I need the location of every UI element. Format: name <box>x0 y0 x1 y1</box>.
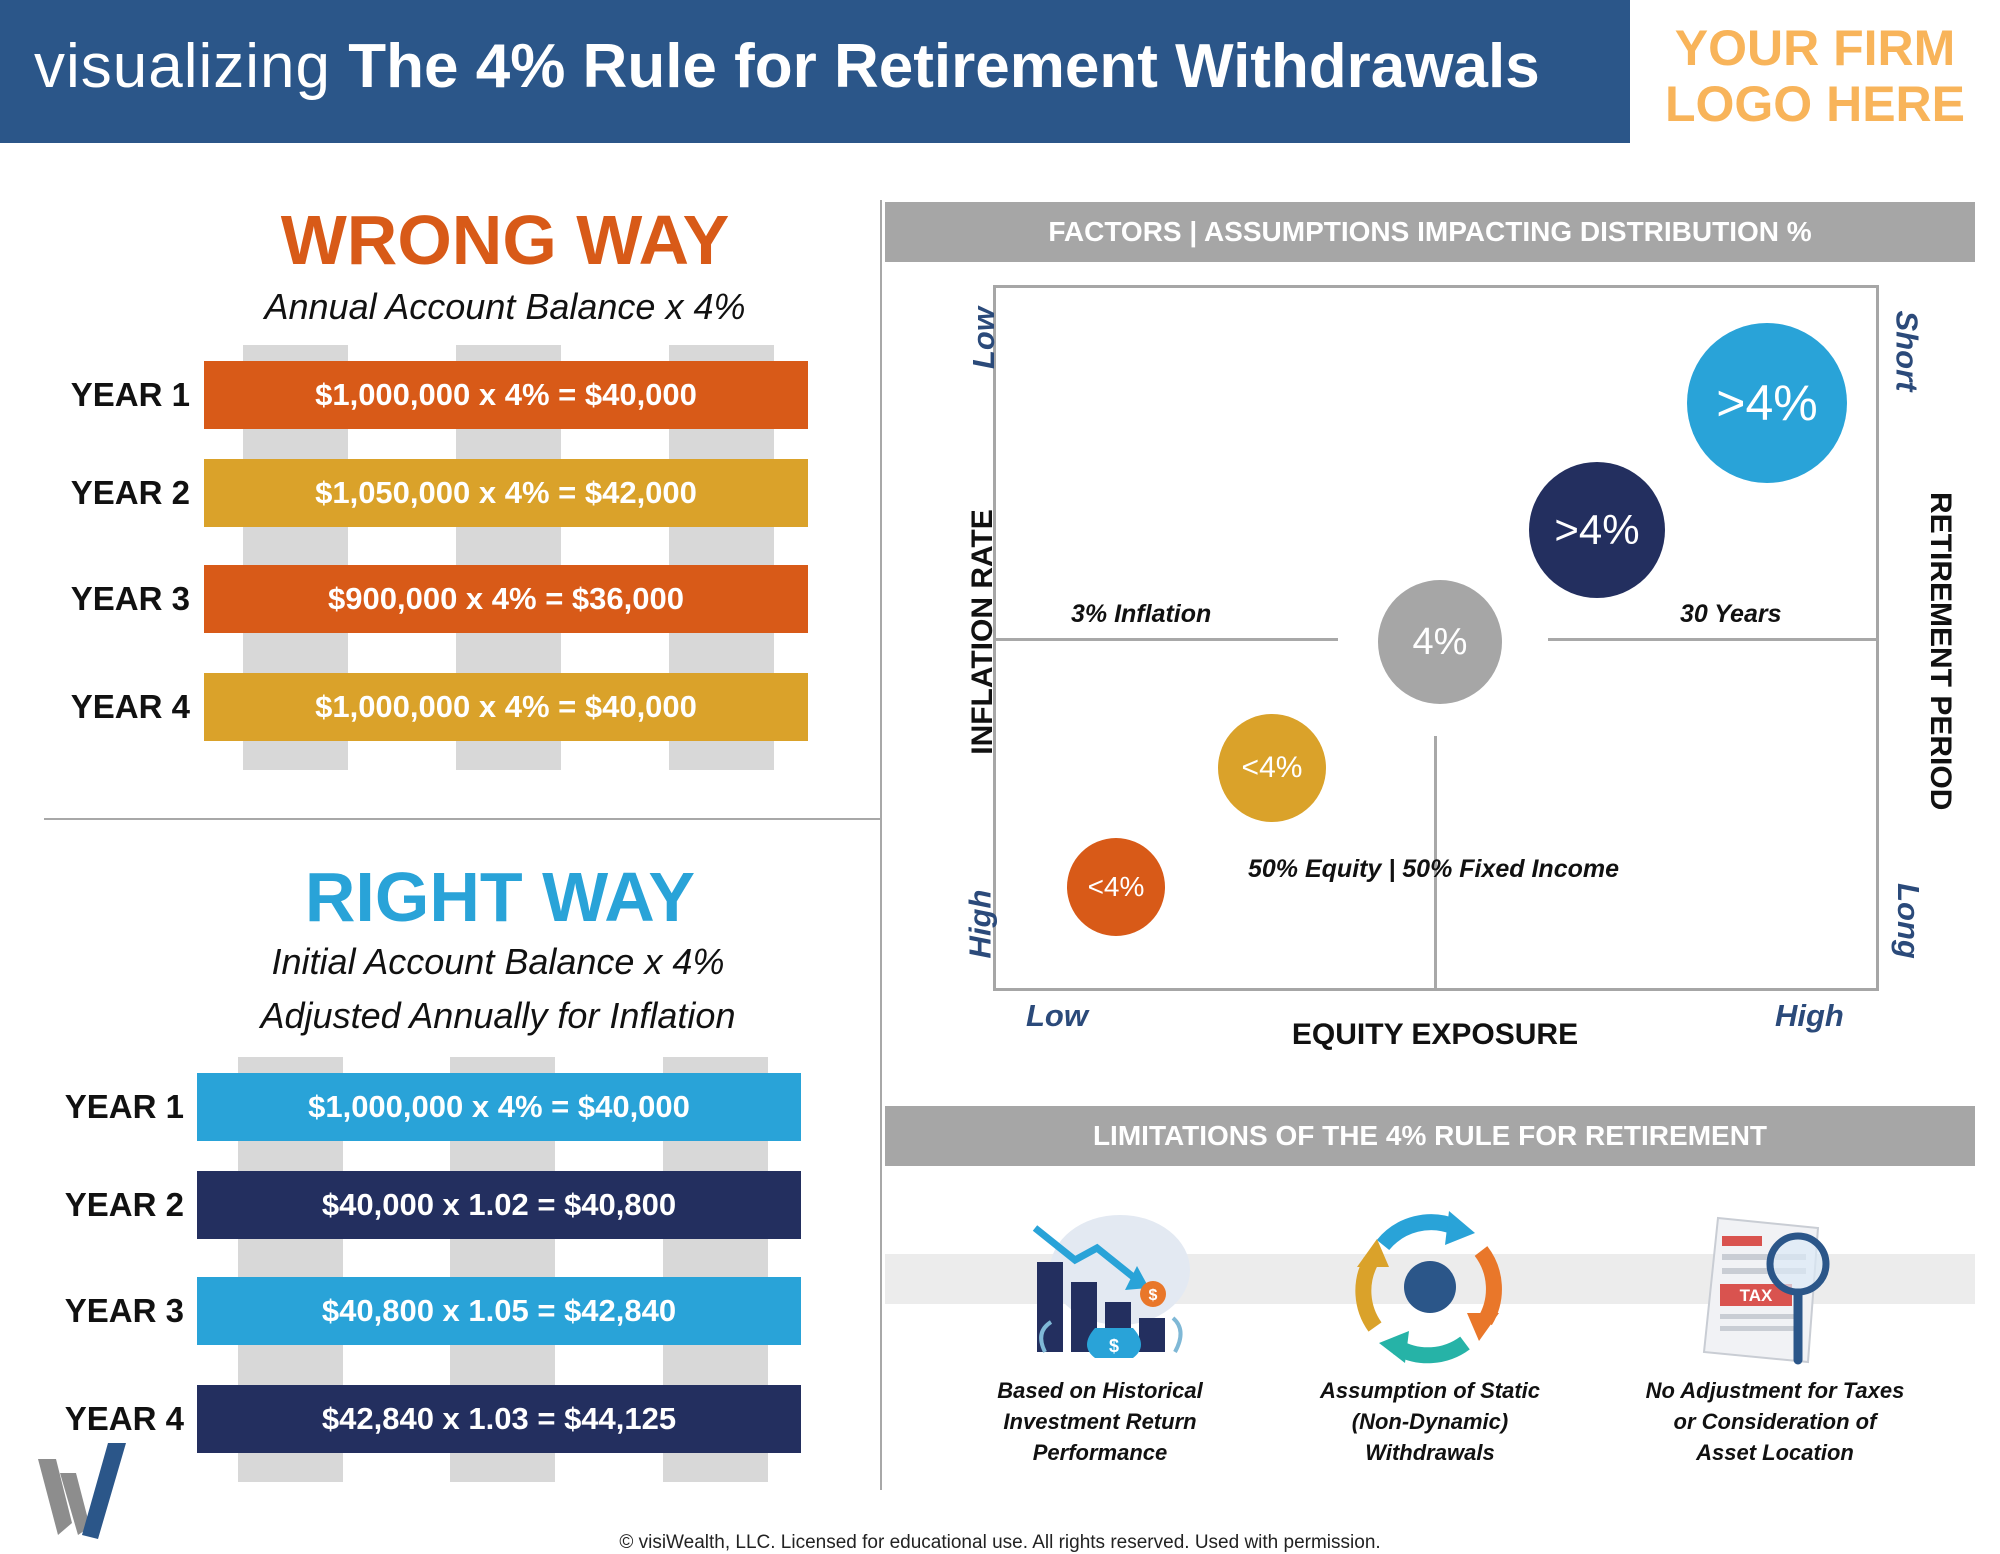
year-label: YEAR 2 <box>64 1186 184 1223</box>
right-way-subtitle-line-1: Initial Account Balance x 4% <box>271 941 725 982</box>
declining-chart-icon: $ $ <box>1032 1215 1190 1358</box>
calculation-bar: $1,000,000 x 4% = $40,000 <box>197 1073 801 1141</box>
limitation-historical-caption: Based on Historical Investment Return Pe… <box>997 1378 1203 1465</box>
wrong-way-subtitle: Annual Account Balance x 4% <box>264 286 746 327</box>
calculation-bar: $40,800 x 1.05 = $42,840 <box>197 1277 801 1345</box>
inflation-low-label: Low <box>966 307 1001 369</box>
inflation-high-label: High <box>962 889 998 959</box>
right-way-title: RIGHT WAY <box>304 858 696 936</box>
period-long-label: Long <box>1890 883 1926 959</box>
inflation-assumption-note: 3% Inflation <box>1071 600 1212 628</box>
year-label: YEAR 4 <box>64 1400 184 1437</box>
inflation-reference-line <box>996 638 1338 641</box>
logo-line-1: YOUR FIRM <box>1674 20 1956 76</box>
period-assumption-note: 30 Years <box>1680 600 1782 628</box>
title-prefix: visualizing <box>34 32 332 101</box>
cycle-arrows-icon <box>1355 1211 1502 1364</box>
firm-logo-placeholder: YOUR FIRM LOGO HERE <box>1640 20 1990 132</box>
header-banner <box>0 0 1630 143</box>
equity-axis-title: EQUITY EXPOSURE <box>1291 1018 1579 1051</box>
allocation-reference-line <box>1434 736 1437 988</box>
calculation-bar: $1,000,000 x 4% = $40,000 <box>204 673 808 741</box>
year-label: YEAR 1 <box>64 1088 184 1125</box>
calculation-bar: $1,000,000 x 4% = $40,000 <box>204 361 808 429</box>
section-divider <box>44 818 880 820</box>
year-label: YEAR 3 <box>70 580 190 617</box>
bubble-higher-rate: >4% <box>1529 462 1665 598</box>
copyright-footer: © visiWealth, LLC. Licensed for educatio… <box>619 1532 1381 1553</box>
calculation-bar: $900,000 x 4% = $36,000 <box>204 565 808 633</box>
equity-high-label: High <box>1775 998 1844 1033</box>
period-reference-line <box>1548 638 1878 641</box>
title-main: The 4% Rule for Retirement Withdrawals <box>348 32 1540 101</box>
bubble-baseline-rate: 4% <box>1378 580 1502 704</box>
allocation-assumption-note: 50% Equity | 50% Fixed Income <box>1248 855 1620 883</box>
year-label: YEAR 4 <box>70 688 190 725</box>
period-axis-title: RETIREMENT PERIOD <box>1924 492 1957 811</box>
year-label: YEAR 2 <box>70 474 190 511</box>
column-divider <box>880 200 882 1490</box>
calculation-bar: $42,840 x 1.03 = $44,125 <box>197 1385 801 1453</box>
wrong-way-title: WRONG WAY <box>280 201 730 279</box>
calculation-bar: $1,050,000 x 4% = $42,000 <box>204 459 808 527</box>
bubble-higher-rate: >4% <box>1687 323 1847 483</box>
year-label: YEAR 3 <box>64 1292 184 1329</box>
period-short-label: Short <box>1889 310 1925 392</box>
equity-low-label: Low <box>1026 998 1088 1033</box>
right-way-subtitle: Initial Account Balance x 4% Adjusted An… <box>148 935 848 1043</box>
limitation-static-caption: Assumption of Static (Non-Dynamic) Withd… <box>1319 1378 1540 1465</box>
logo-line-2: LOGO HERE <box>1664 76 1966 132</box>
limitations-header: LIMITATIONS OF THE 4% RULE FOR RETIREMEN… <box>885 1106 1975 1166</box>
year-label: YEAR 1 <box>70 376 190 413</box>
limitation-taxes-caption: No Adjustment for Taxes or Consideration… <box>1645 1378 1905 1465</box>
visiwealth-logo-icon <box>38 1443 126 1539</box>
factors-header: FACTORS | ASSUMPTIONS IMPACTING DISTRIBU… <box>885 202 1975 262</box>
svg-text:$: $ <box>1149 1287 1158 1304</box>
page-title: visualizing The 4% Rule for Retirement W… <box>34 36 1540 98</box>
bubble-lower-rate: <4% <box>1218 714 1326 822</box>
inflation-axis-title: INFLATION RATE <box>966 509 999 755</box>
bubble-lower-rate: <4% <box>1067 838 1165 936</box>
svg-text:$: $ <box>1109 1336 1119 1356</box>
tax-magnifier-icon: TAX <box>1702 1216 1830 1365</box>
tax-stamp: TAX <box>1740 1286 1773 1305</box>
calculation-bar: $40,000 x 1.02 = $40,800 <box>197 1171 801 1239</box>
right-way-subtitle-line-2: Adjusted Annually for Inflation <box>260 995 736 1036</box>
